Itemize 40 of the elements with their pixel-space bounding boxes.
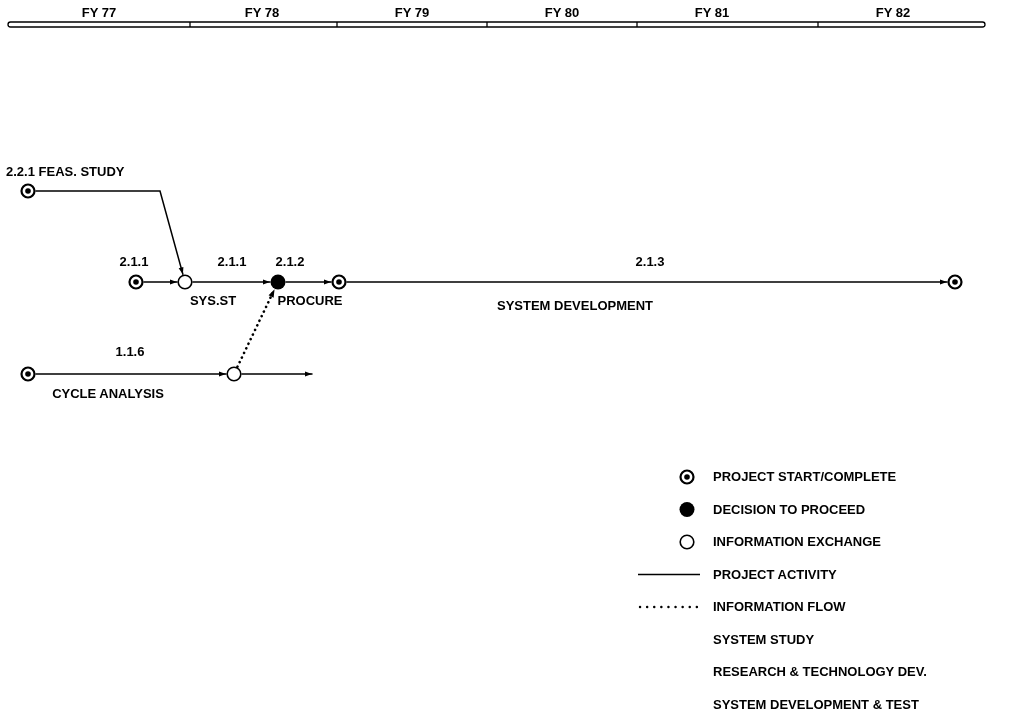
activity-arrow	[192, 279, 271, 285]
information-flow-arrow	[236, 287, 276, 369]
project-start-complete-symbol	[947, 274, 963, 290]
fiscal-year-label: FY 78	[244, 6, 280, 19]
legend-label: INFORMATION EXCHANGE	[713, 535, 882, 548]
legend-label: RESEARCH & TECHNOLOGY DEV.	[713, 665, 927, 678]
legend-label: SYSTEM DEVELOPMENT & TEST	[713, 697, 919, 711]
activity-number: 2.1.2	[274, 255, 306, 268]
fiscal-year-label: FY 77	[81, 6, 117, 19]
information-exchange-circle	[226, 366, 242, 382]
activity-arrow	[346, 279, 948, 285]
project-start-complete-symbol	[331, 274, 347, 290]
legend-label: DECISION TO PROCEED	[713, 502, 866, 516]
fiscal-year-label: FY 79	[394, 6, 430, 19]
legend-label: PROJECT START/COMPLETE	[713, 470, 897, 483]
information-exchange-circle	[177, 274, 193, 290]
activity-name: SYS.ST	[189, 294, 237, 307]
activity-name: CYCLE ANALYSIS	[52, 387, 164, 400]
activity-name: SYSTEM DEVELOPMENT	[497, 299, 653, 312]
activity-arrow	[285, 279, 332, 285]
legend-label: SYSTEM STUDY	[713, 632, 815, 646]
project-start-complete-symbol	[128, 274, 144, 290]
decision-dot	[270, 274, 286, 290]
activity-number: 2.1.1	[118, 255, 150, 268]
activity-number: 2.1.1	[216, 255, 248, 268]
fiscal-year-label: FY 80	[544, 6, 580, 19]
fiscal-year-label: FY 82	[875, 6, 911, 19]
activity-number: 2.1.3	[634, 255, 666, 268]
activity-label: 2.2.1 FEAS. STUDY	[6, 165, 125, 178]
legend-label: PROJECT ACTIVITY	[713, 567, 837, 581]
project-start-complete-symbol	[20, 183, 36, 199]
project-start-complete-symbol	[20, 366, 36, 382]
legend-label: INFORMATION FLOW	[713, 600, 846, 613]
activity-name: PROCURE	[277, 294, 343, 307]
activity-arrow	[241, 371, 313, 377]
activity-arrow	[35, 371, 227, 377]
activity-number: 1.1.6	[114, 345, 146, 358]
fiscal-year-label: FY 81	[694, 6, 730, 19]
activity-arrow	[143, 279, 178, 285]
activity-arrow	[35, 190, 184, 276]
